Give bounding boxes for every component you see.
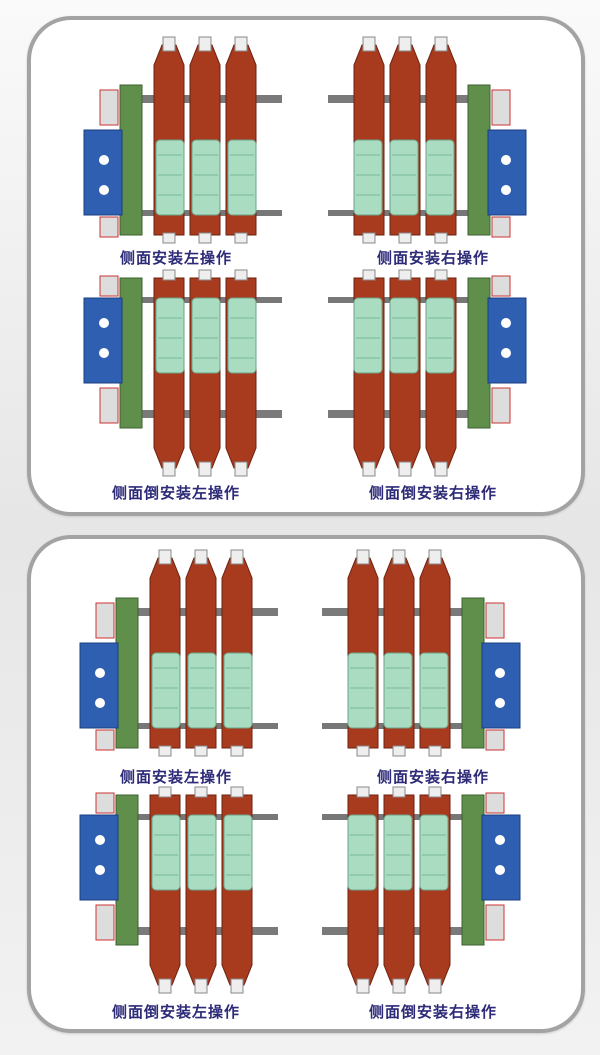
switch-image-inverted-right [322,785,522,995]
caption: 侧面倒安装右操作 [368,484,498,502]
caption: 侧面安装右操作 [376,249,490,267]
switch-image-inverted-left [78,785,278,995]
load-break-switch-icon [322,786,521,994]
switch-image-inverted-left [82,268,282,478]
caption: 侧面倒安装左操作 [111,484,241,502]
switch-image-side-left [82,35,282,245]
load-break-switch-icon [79,786,278,994]
switch-image-inverted-right [328,268,528,478]
caption: 侧面倒安装左操作 [111,1003,241,1021]
switch-image-side-right [328,35,528,245]
caption: 侧面安装左操作 [119,249,233,267]
load-break-switch-icon [83,36,282,244]
load-break-switch-icon [83,269,282,477]
load-break-switch-icon [79,549,278,757]
load-break-switch-icon [328,269,527,477]
load-break-switch-icon [322,549,521,757]
caption: 侧面安装右操作 [376,768,490,786]
caption: 侧面安装左操作 [119,768,233,786]
caption: 侧面倒安装右操作 [368,1003,498,1021]
switch-image-side-left [78,548,278,758]
switch-image-side-right [322,548,522,758]
load-break-switch-icon [328,36,527,244]
